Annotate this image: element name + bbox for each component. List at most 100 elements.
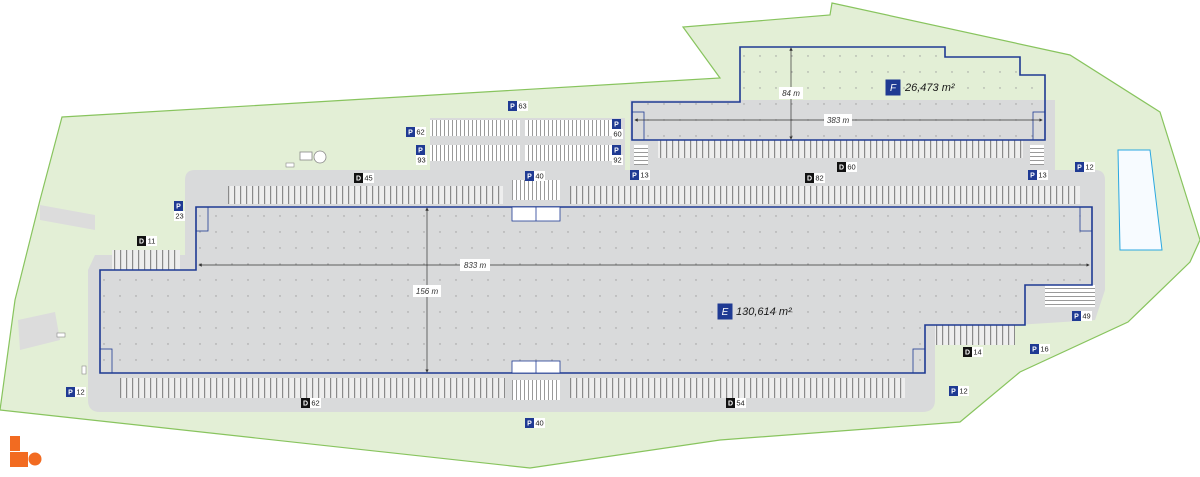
badge-letter: D xyxy=(728,401,733,408)
badge-number-bg xyxy=(612,155,623,165)
badge-number-bg xyxy=(416,155,427,165)
badge-letter: P xyxy=(614,122,619,129)
badge-number-bg xyxy=(846,162,857,172)
badge-square xyxy=(949,386,958,396)
badge-number: 14 xyxy=(973,348,981,357)
car-park-north-b xyxy=(525,120,615,136)
water-basin xyxy=(1117,149,1163,251)
dim-label-e-width: 156 m xyxy=(416,287,439,296)
badge-number-bg xyxy=(1081,311,1092,321)
building-f-label-box xyxy=(885,79,901,96)
badge-number: 62 xyxy=(416,128,424,137)
badge-letter: P xyxy=(1074,314,1079,321)
badge-number-bg xyxy=(735,398,746,408)
building-e-corner-nw xyxy=(195,206,209,232)
badge-letter: P xyxy=(1030,173,1035,180)
badge-number-bg xyxy=(1039,344,1050,354)
dim-label-bg xyxy=(824,114,852,126)
badge-number: 92 xyxy=(613,156,621,165)
car-park-mid-north xyxy=(512,180,560,200)
badge-number: 40 xyxy=(535,172,543,181)
dim-label-bg xyxy=(460,259,490,271)
parking-badge: P60 xyxy=(612,119,623,139)
badge-square xyxy=(416,145,425,155)
badge-number: 12 xyxy=(1085,163,1093,172)
docks-south-e-west xyxy=(120,378,505,398)
guardhouse-west xyxy=(56,332,66,338)
car-park-north-d xyxy=(525,145,615,161)
badge-number-bg xyxy=(517,101,528,111)
badge-square xyxy=(301,398,310,408)
badge-square xyxy=(1072,311,1081,321)
badge-square xyxy=(66,387,75,397)
badge-number: 93 xyxy=(417,156,425,165)
docks-south-e-east xyxy=(570,378,905,398)
badge-letter: D xyxy=(139,239,144,246)
badge-square xyxy=(612,145,621,155)
access-road-west xyxy=(40,205,95,230)
parking-badge: P93 xyxy=(416,145,427,165)
badge-letter: D xyxy=(807,176,812,183)
badge-letter: D xyxy=(965,350,970,357)
badge-letter: P xyxy=(176,204,181,211)
badge-square xyxy=(963,347,972,357)
badge-number-bg xyxy=(639,170,650,180)
badge-square xyxy=(805,173,814,183)
parking-f-west xyxy=(634,145,648,165)
dim-label-f-width: 84 m xyxy=(782,89,800,98)
badge-number: 63 xyxy=(518,102,526,111)
badge-number-bg xyxy=(534,418,545,428)
badge-number-bg xyxy=(363,173,374,183)
truck-parking-west xyxy=(112,250,180,270)
badge-number-bg xyxy=(146,236,157,246)
badge-letter: P xyxy=(951,389,956,396)
badge-number-bg xyxy=(415,127,426,137)
badge-number: 45 xyxy=(364,174,372,183)
badge-number: 12 xyxy=(76,388,84,397)
car-park-mid-south xyxy=(512,380,560,400)
building-f-corner-w xyxy=(631,111,645,141)
badge-number: 23 xyxy=(175,212,183,221)
badge-square xyxy=(837,162,846,172)
badge-number: 60 xyxy=(613,130,621,139)
badge-number-bg xyxy=(958,386,969,396)
badge-number: 13 xyxy=(1038,171,1046,180)
badge-square xyxy=(726,398,735,408)
badge-square xyxy=(1030,344,1039,354)
guardhouse xyxy=(285,162,295,168)
building-e-area: 130,614 m² xyxy=(736,306,792,318)
badge-letter: P xyxy=(418,148,423,155)
badge-number: 49 xyxy=(1082,312,1090,321)
docks-north-e-east xyxy=(570,186,1080,204)
badge-number-bg xyxy=(310,398,321,408)
badge-letter: D xyxy=(839,165,844,172)
docks-south-f xyxy=(658,140,1023,158)
truck-parking-east xyxy=(1045,285,1095,307)
badge-letter: P xyxy=(1077,165,1082,172)
badge-letter: P xyxy=(632,173,637,180)
badge-square xyxy=(137,236,146,246)
building-f xyxy=(631,46,1046,141)
building-f-label: F xyxy=(890,83,897,94)
badge-square xyxy=(354,173,363,183)
access-road-southwest xyxy=(18,312,60,350)
building-e-label-box xyxy=(717,303,733,320)
building-f-area: 26,473 m² xyxy=(904,82,955,94)
badge-number-bg xyxy=(612,129,623,139)
badge-number-bg xyxy=(75,387,86,397)
docks-north-e-west xyxy=(228,186,503,204)
building-f-corner-e xyxy=(1032,111,1046,141)
